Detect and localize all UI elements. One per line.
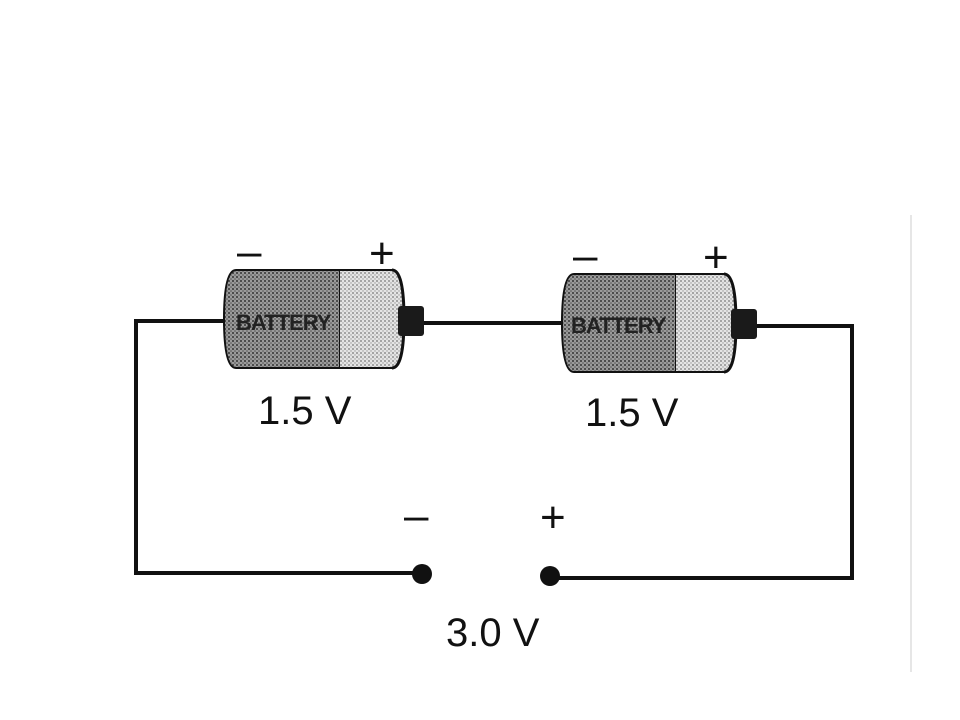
output-negative-sign: – (404, 491, 429, 540)
battery-2-body-dark (560, 273, 677, 373)
battery-2-terminal (731, 309, 757, 339)
battery-1-body-dark (222, 269, 341, 369)
battery-2-outline (574, 273, 724, 373)
battery-2-body-light (676, 274, 724, 372)
battery-2-positive-sign: + (703, 233, 729, 282)
battery-1-outline (236, 269, 392, 369)
battery-1: BATTERY – + 1.5 V (222, 227, 424, 433)
battery-1-voltage: 1.5 V (258, 389, 352, 433)
battery-2-negative-sign: – (573, 231, 598, 280)
output-terminals: – + 3.0 V (404, 491, 566, 655)
battery-2: BATTERY – + 1.5 V (560, 231, 757, 435)
battery-1-positive-sign: + (369, 229, 395, 278)
battery-2-brand: BATTERY (571, 313, 667, 338)
battery-1-terminal (398, 306, 424, 336)
output-voltage: 3.0 V (446, 611, 540, 655)
positive-terminal-dot (540, 566, 560, 586)
left-wire (134, 319, 420, 575)
negative-terminal-dot (412, 564, 432, 584)
battery-2-voltage: 1.5 V (585, 391, 679, 435)
right-wire (550, 324, 854, 580)
battery-1-body-light (340, 270, 392, 368)
output-positive-sign: + (540, 493, 566, 542)
battery-1-brand: BATTERY (236, 310, 332, 335)
battery-1-negative-sign: – (237, 227, 262, 276)
